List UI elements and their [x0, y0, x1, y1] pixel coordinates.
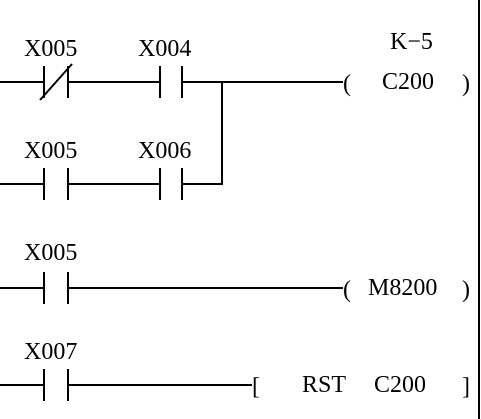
- contact-x007-no: X007: [24, 339, 77, 401]
- coil-close-paren: ): [462, 71, 470, 97]
- contact-label: X005: [24, 36, 77, 62]
- rung-4: X007 [ RST C200 ]: [0, 339, 470, 401]
- instruction-mnemonic: RST: [302, 372, 346, 398]
- contact-x006-no: X006: [138, 138, 191, 200]
- contact-label: X005: [24, 138, 77, 164]
- contact-label: X004: [138, 36, 191, 62]
- coil-open-paren: (: [343, 277, 351, 303]
- coil-close-paren: ): [462, 277, 470, 303]
- rung-3: X005 ( M8200 ): [0, 240, 470, 304]
- contact-label: X006: [138, 138, 191, 164]
- instruction-open-bracket: [: [252, 374, 260, 400]
- contact-x005-no: X005: [24, 240, 77, 304]
- contact-label: X007: [24, 339, 77, 365]
- contact-x004-no: X004: [138, 36, 191, 98]
- rung-2-branch: X005 X006: [0, 82, 223, 200]
- coil-c200: ( C200 ) K−5: [343, 29, 470, 97]
- coil-m8200: ( M8200 ): [343, 275, 470, 303]
- contact-x005-nc: X005: [24, 36, 77, 101]
- rung-1: X005 X004 ( C200 ) K−5: [0, 29, 470, 101]
- coil-setting: K−5: [390, 29, 433, 55]
- rst-instruction-box: [ RST C200 ]: [252, 372, 470, 400]
- coil-operand: C200: [382, 69, 434, 95]
- contact-label: X005: [24, 240, 77, 266]
- contact-x005-no: X005: [24, 138, 77, 200]
- contact-diagonal: [39, 63, 73, 101]
- coil-open-paren: (: [343, 71, 351, 97]
- coil-operand: M8200: [368, 275, 437, 301]
- instruction-close-bracket: ]: [462, 374, 470, 400]
- instruction-operand: C200: [374, 372, 426, 398]
